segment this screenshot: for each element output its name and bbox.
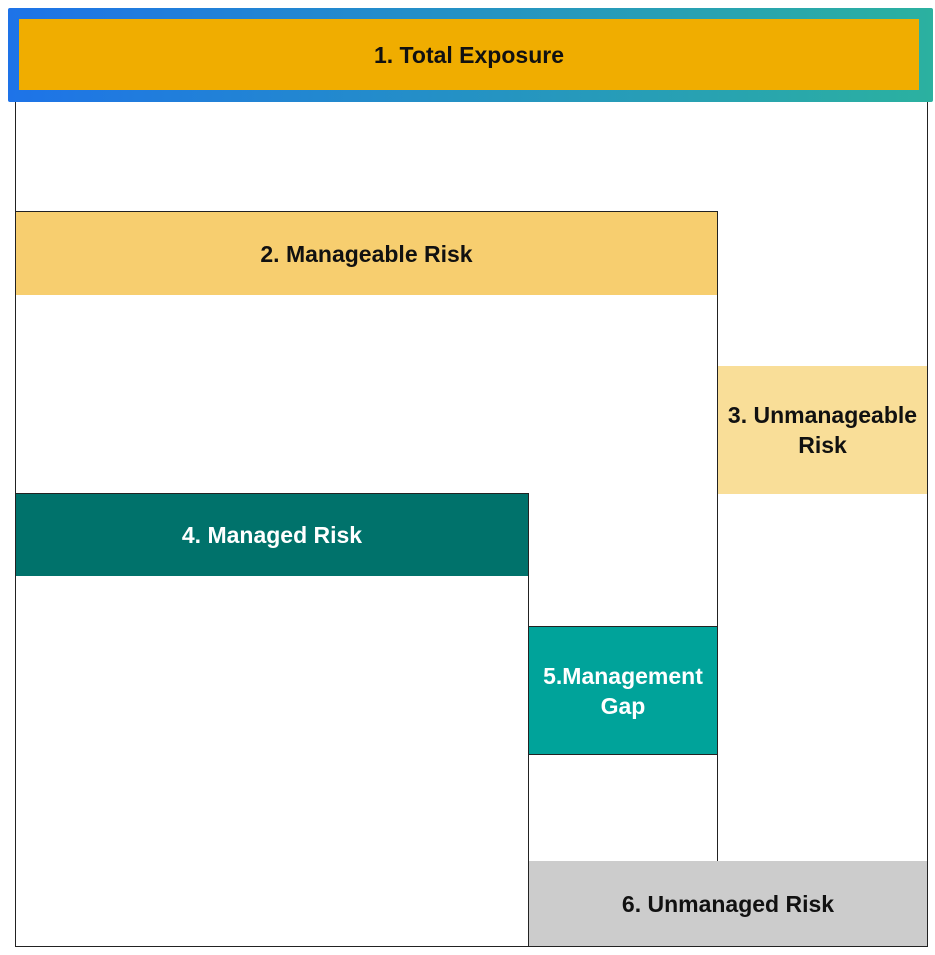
total-exposure-label: 1. Total Exposure — [373, 41, 564, 68]
manageable-risk-block: 2. Manageable Risk — [16, 212, 717, 295]
unmanaged-risk-label: 6. Unmanaged Risk — [621, 890, 835, 917]
unmanaged-risk-block: 6. Unmanaged Risk — [529, 861, 927, 946]
managed-risk-block: 4. Managed Risk — [16, 494, 528, 576]
total-exposure-block: 1. Total Exposure — [19, 19, 919, 90]
management-gap-label: 5.Management Gap — [543, 662, 703, 719]
unmanageable-risk-label: 3. Unmanageable Risk — [727, 402, 918, 458]
management-gap-region — [528, 626, 718, 755]
unmanageable-risk-block: 3. Unmanageable Risk — [718, 366, 927, 494]
managed-risk-label: 4. Managed Risk — [181, 522, 363, 548]
management-gap-block: 5.Management Gap — [529, 627, 717, 754]
manageable-risk-label: 2. Manageable Risk — [260, 240, 473, 267]
